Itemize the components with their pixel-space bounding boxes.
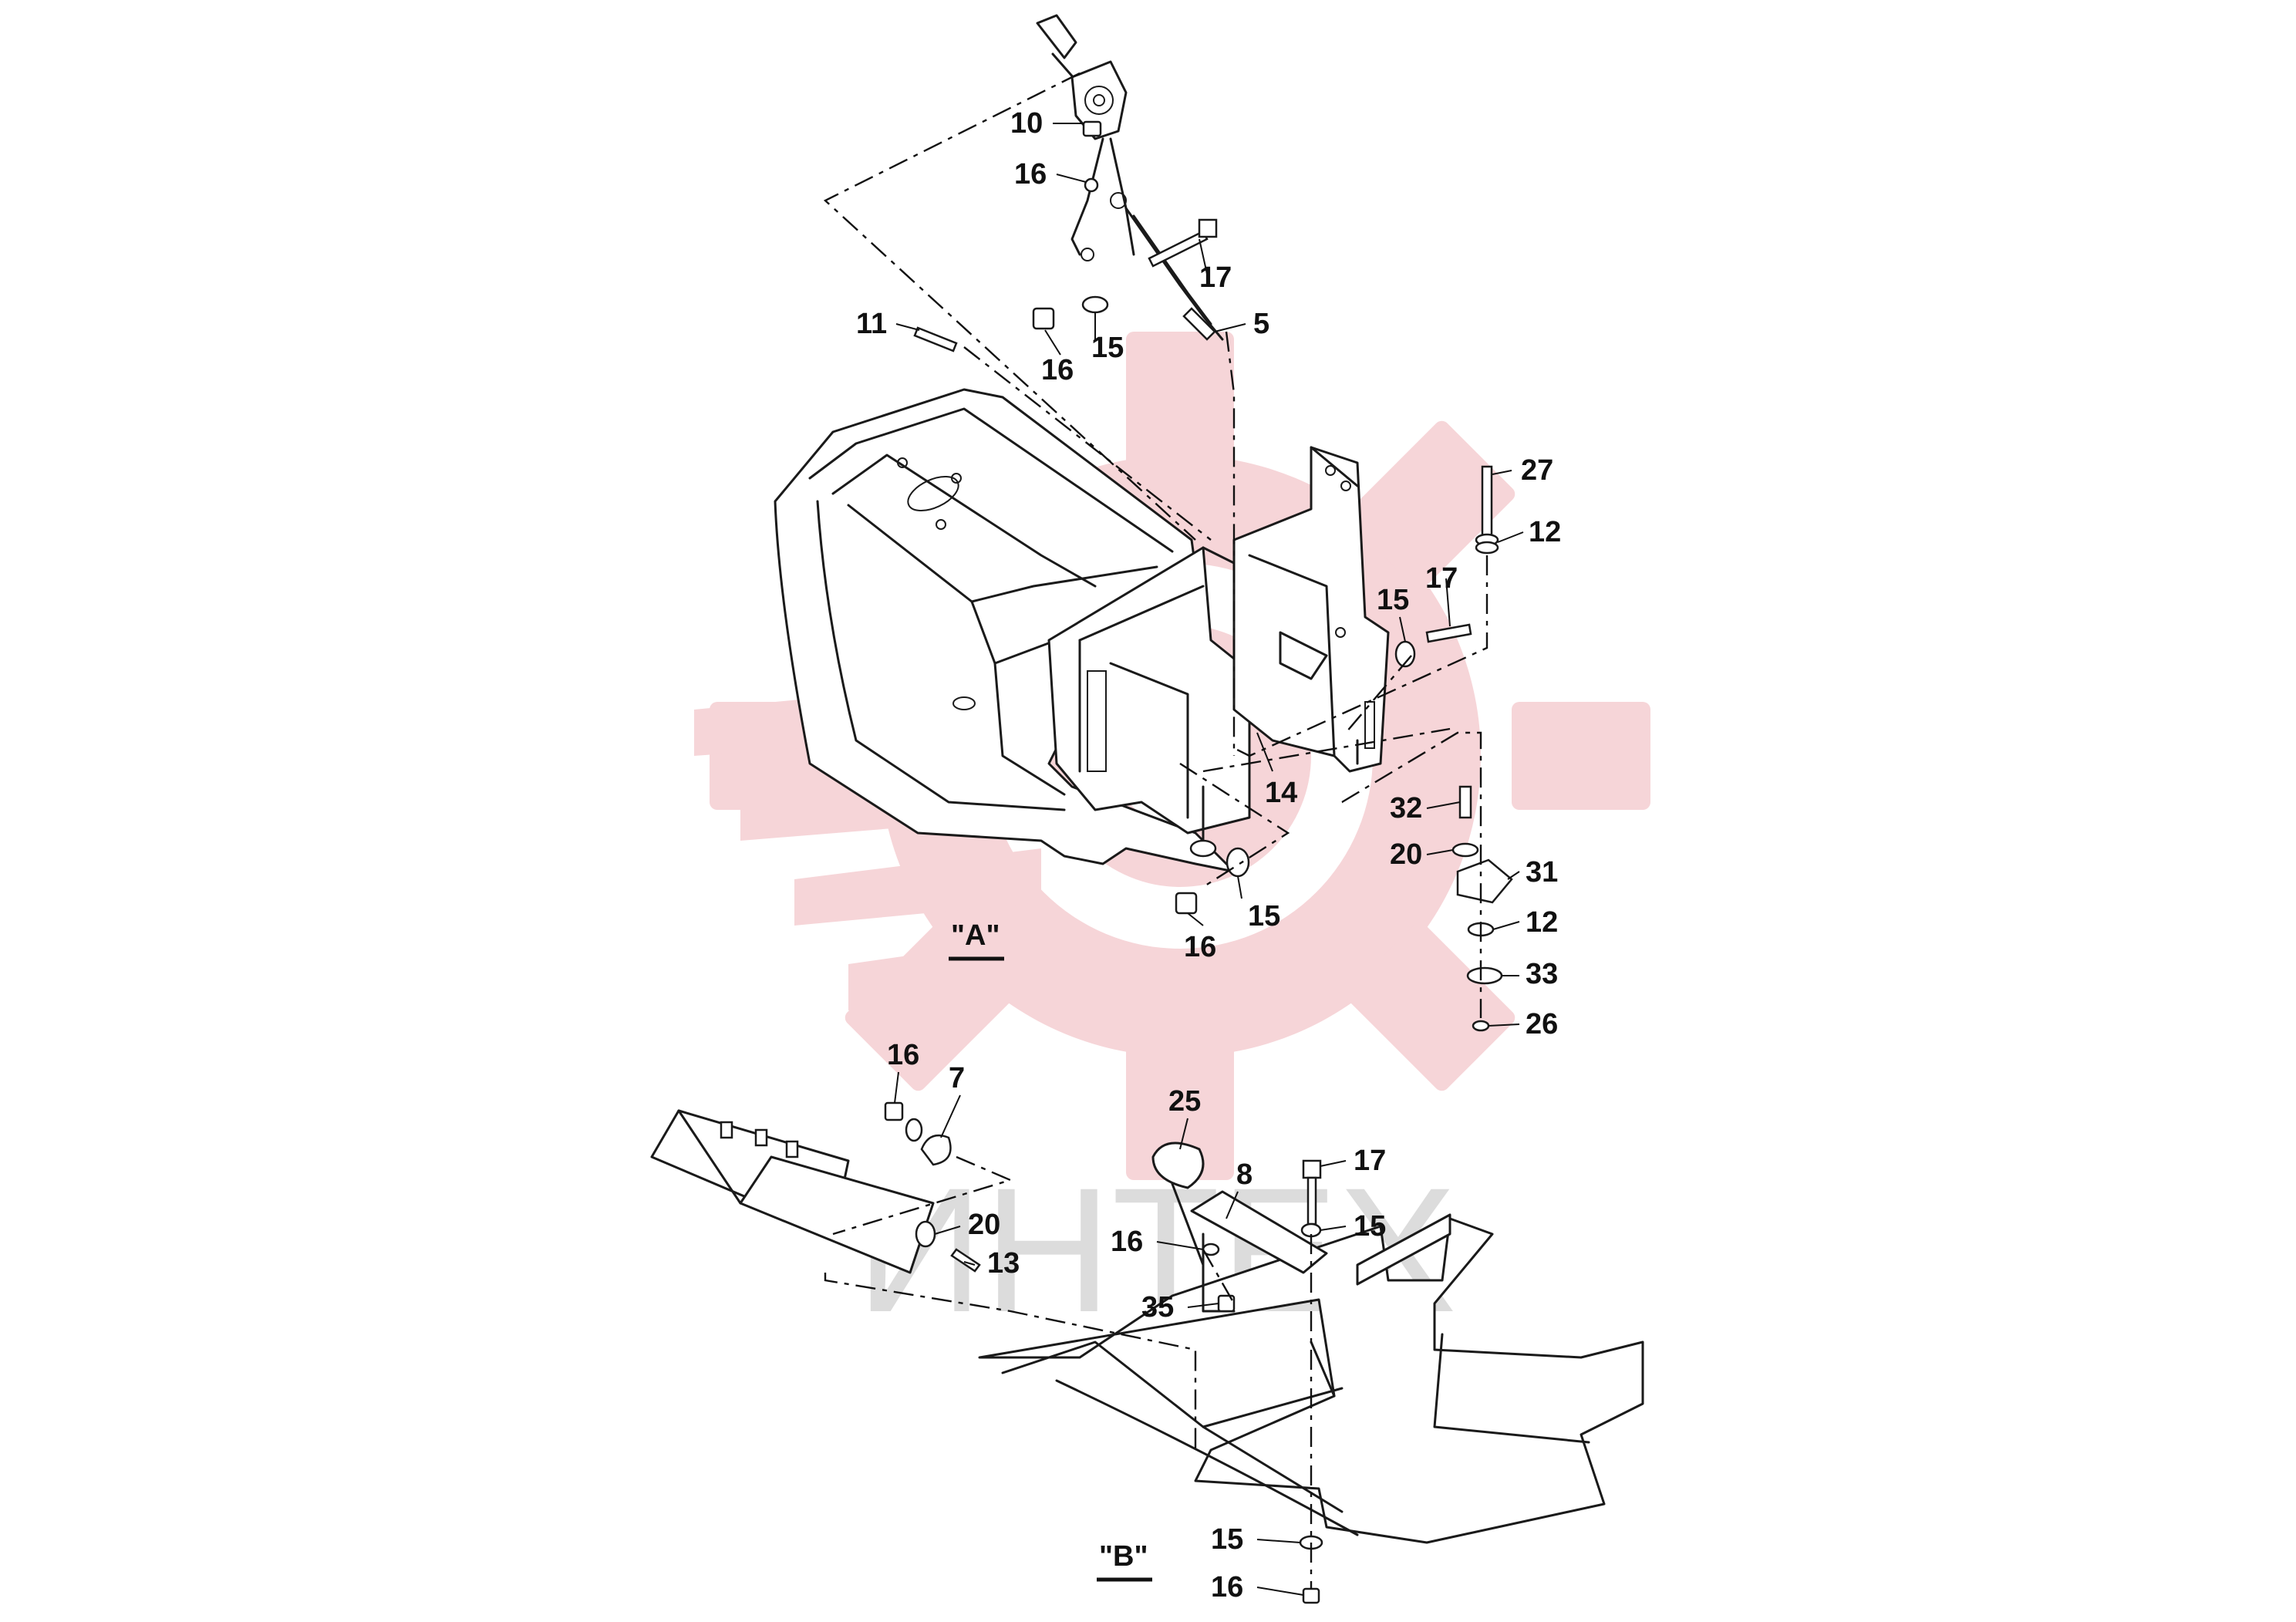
callout-17: 17	[1425, 562, 1458, 595]
callout-20: 20	[968, 1209, 1000, 1241]
callout-16: 16	[1184, 931, 1216, 963]
callout-16: 16	[1041, 354, 1074, 386]
floor-plates	[650, 1109, 1644, 1544]
callout-12: 12	[1529, 516, 1561, 548]
phantom-lines-b	[824, 1155, 1313, 1589]
seat-frame	[774, 388, 1390, 873]
callout-5: 5	[1253, 308, 1269, 340]
callout-14: 14	[1265, 777, 1297, 809]
callout-33: 33	[1526, 958, 1558, 990]
callout-17: 17	[1354, 1145, 1386, 1177]
callout-15: 15	[1091, 332, 1124, 364]
callout-16: 16	[1111, 1226, 1143, 1258]
control-lever-assembly	[1036, 14, 1224, 341]
callout-16: 16	[1014, 158, 1047, 191]
phantom-lines-a	[823, 72, 1489, 1018]
callout-16: 16	[1211, 1571, 1243, 1603]
callout-15: 15	[1377, 584, 1409, 616]
callout-25: 25	[1168, 1085, 1201, 1118]
callout-15: 15	[1211, 1523, 1243, 1556]
callout-26: 26	[1526, 1008, 1558, 1040]
view-a-label: "A"	[951, 919, 1000, 952]
view-label-a: "A"	[949, 919, 1004, 961]
view-b-label: "B"	[1099, 1540, 1148, 1573]
callout-13: 13	[987, 1247, 1020, 1280]
callout-35: 35	[1141, 1291, 1174, 1324]
callout-15: 15	[1248, 900, 1280, 932]
callout-31: 31	[1526, 856, 1558, 889]
callout-7: 7	[949, 1062, 965, 1094]
callout-11: 11	[856, 308, 887, 340]
callout-17: 17	[1199, 261, 1232, 294]
footrest-bracket	[720, 1121, 799, 1158]
callout-8: 8	[1236, 1158, 1253, 1191]
leader-lines	[894, 123, 1524, 1596]
callout-20: 20	[1390, 838, 1422, 871]
callout-10: 10	[1010, 107, 1043, 140]
callout-27: 27	[1521, 454, 1553, 487]
callout-16: 16	[887, 1039, 919, 1071]
callout-32: 32	[1390, 792, 1422, 824]
callouts: 10 16 17 11 5 15 16 27 12 17 15 14 32 20…	[856, 107, 1561, 1603]
hardware-b	[884, 1101, 1323, 1604]
callout-15: 15	[1354, 1210, 1386, 1243]
view-label-b: "B"	[1097, 1540, 1152, 1582]
callout-12: 12	[1526, 906, 1558, 939]
